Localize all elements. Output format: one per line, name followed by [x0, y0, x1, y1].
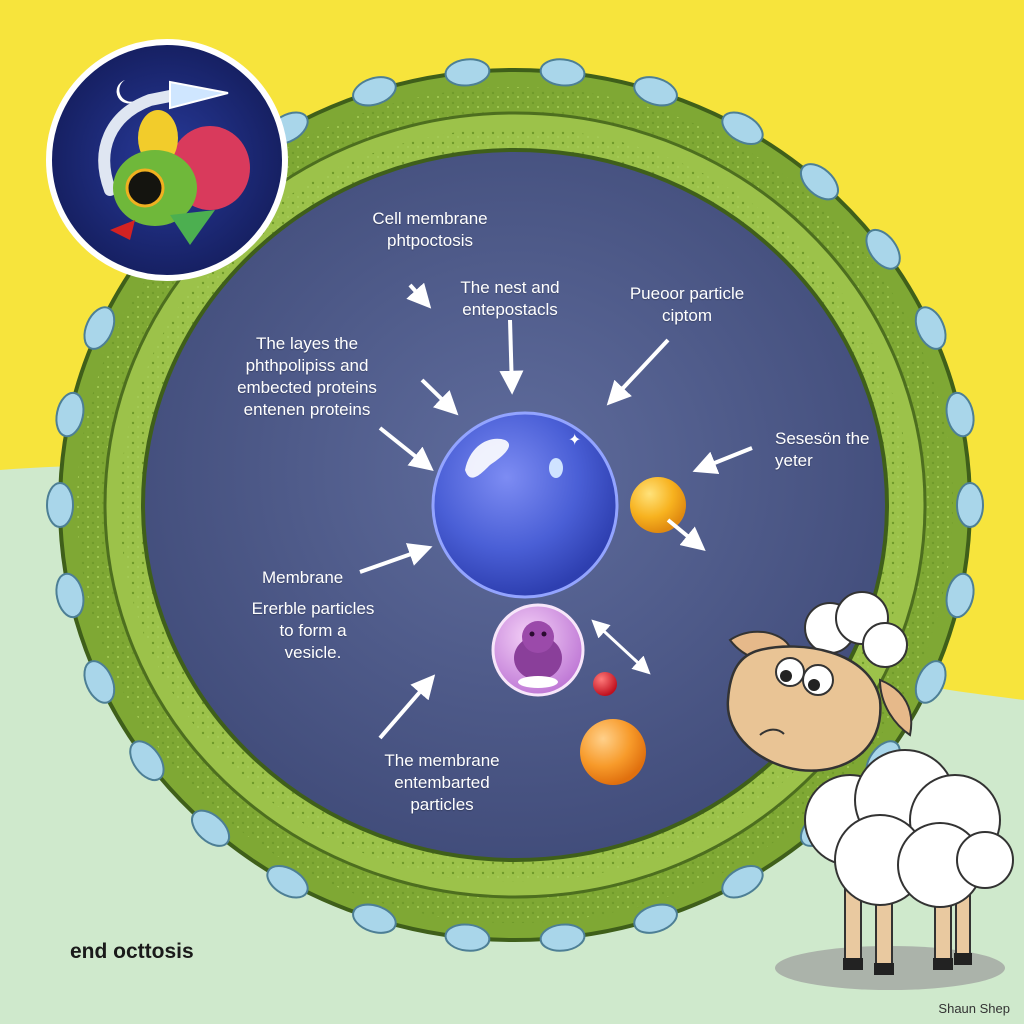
diagram-title: end octtosis	[70, 940, 194, 964]
label-membrane-entembarted: The membrane entembarted particles	[362, 750, 522, 816]
membrane-protein-bead	[957, 483, 983, 527]
inset-illustration	[49, 42, 285, 278]
central-vesicle: ✦	[433, 413, 617, 597]
label-ererble-particles: Ererble particles to form a vesicle.	[238, 598, 388, 664]
label-cell-membrane: Cell membrane phtpoctosis	[345, 208, 515, 252]
artist-signature: Shaun Shep	[938, 1001, 1010, 1016]
label-membrane: Membrane	[262, 567, 382, 589]
membrane-protein-bead	[47, 483, 73, 527]
pink-vesicle	[493, 605, 583, 695]
label-pueoor-particle: Pueoor particle ciptom	[612, 283, 762, 327]
label-sesesion: Sesesön the yeter	[775, 428, 905, 472]
label-nest: The nest and entepostacls	[430, 277, 590, 321]
svg-text:✦: ✦	[568, 430, 581, 449]
arrow-nest	[510, 320, 512, 390]
orange-particle	[630, 477, 686, 533]
orange-particle-lower	[580, 719, 646, 785]
red-particle	[593, 672, 617, 696]
label-layes: The layes the phthpolipiss and embected …	[222, 333, 392, 421]
